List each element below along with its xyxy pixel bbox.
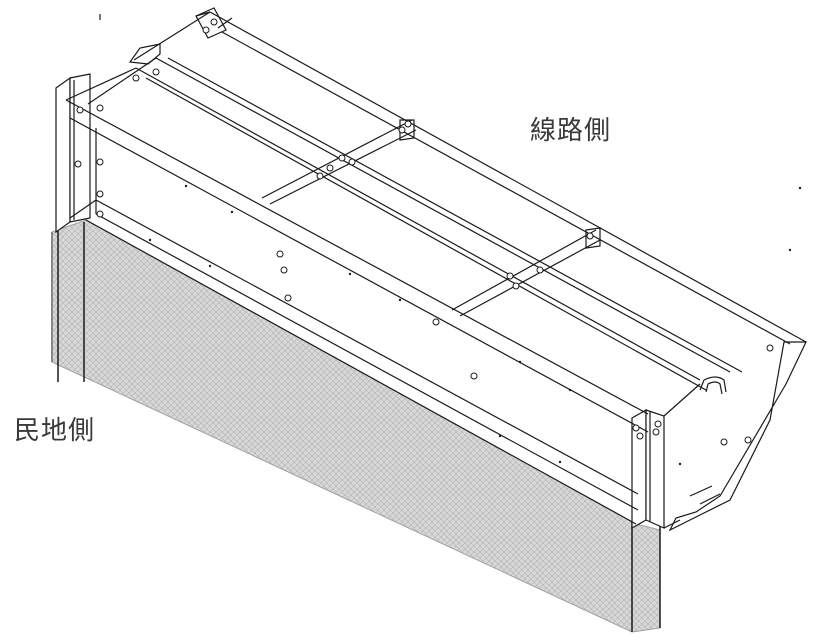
mesh-screen	[51, 219, 661, 633]
handle-icon	[699, 376, 727, 395]
left-end-post	[55, 73, 91, 234]
track-side-label: 線路側	[530, 116, 612, 146]
bolt-icon	[74, 18, 774, 446]
frame-lines	[65, 7, 807, 532]
rivet-dots	[148, 184, 802, 466]
private-side-label: 民地側	[14, 416, 96, 446]
